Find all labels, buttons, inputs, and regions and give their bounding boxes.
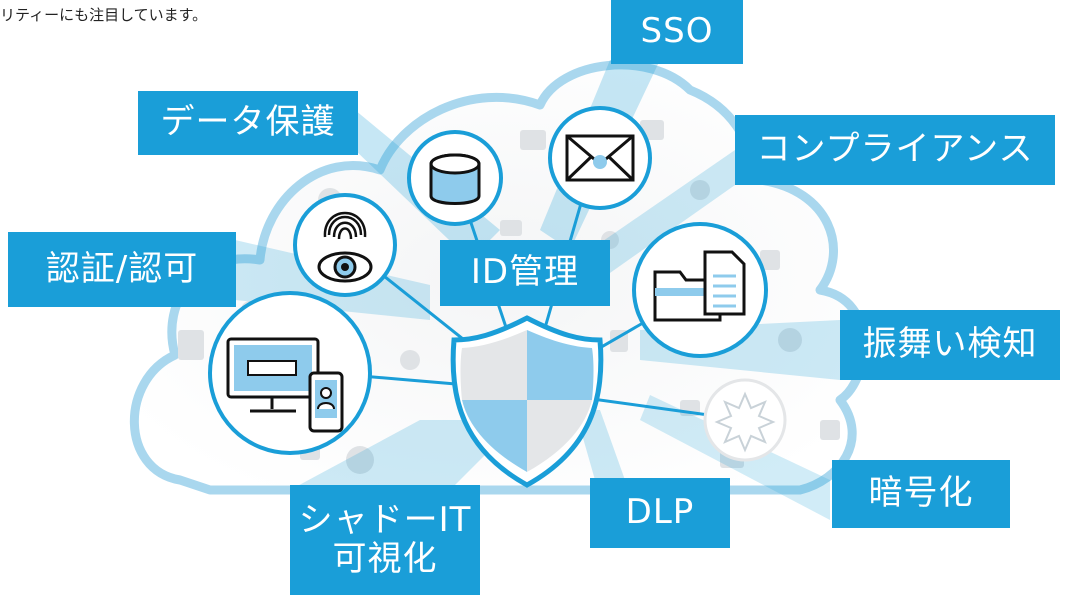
computer-phone-icon [208,291,372,455]
label-dlp: DLP [590,478,730,548]
label-sso: SSO [611,0,743,64]
label-shadow-it: シャドーIT 可視化 [290,485,480,595]
shield-icon [450,315,604,488]
label-shadow-it-line2: 可視化 [332,539,438,579]
folder-document-icon [632,222,768,358]
encryption-burst-icon [703,378,787,462]
label-shadow-it-line1: シャドーIT [298,499,472,540]
fingerprint-eye-icon [293,193,397,297]
label-authentication: 認証/認可 [8,232,236,307]
label-id-management: ID管理 [440,240,610,306]
label-data-protection: データ保護 [138,91,358,155]
label-compliance: コンプライアンス [735,115,1055,185]
envelope-icon [548,106,652,210]
header-text: リティーにも注目しています。 [0,6,208,24]
database-icon [407,130,503,226]
label-behavior-detection: 振舞い検知 [840,310,1060,380]
label-encryption: 暗号化 [832,460,1010,528]
